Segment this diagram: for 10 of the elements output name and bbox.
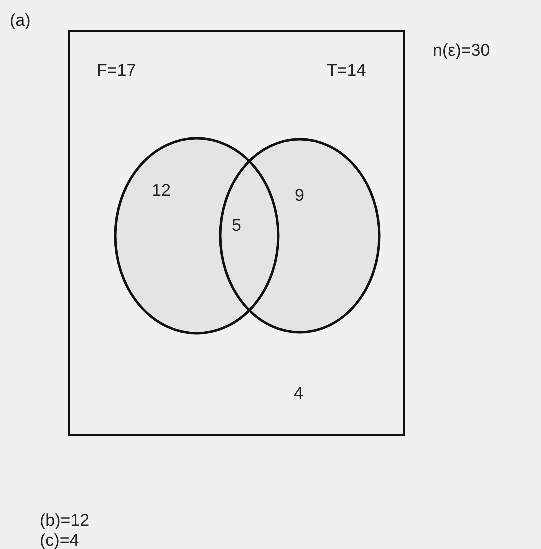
set-label: T=14 [327,62,366,79]
region-count: 5 [232,217,242,234]
region-count: 12 [152,182,171,199]
region-count: 4 [294,385,304,402]
total-label: n(ε)=30 [433,42,490,59]
part-label: (a) [10,12,31,29]
region-count: 9 [295,187,304,204]
universal-set-rectangle [68,30,405,436]
answer-text: (b)=12 [40,512,90,529]
set-label: F=17 [97,62,136,79]
